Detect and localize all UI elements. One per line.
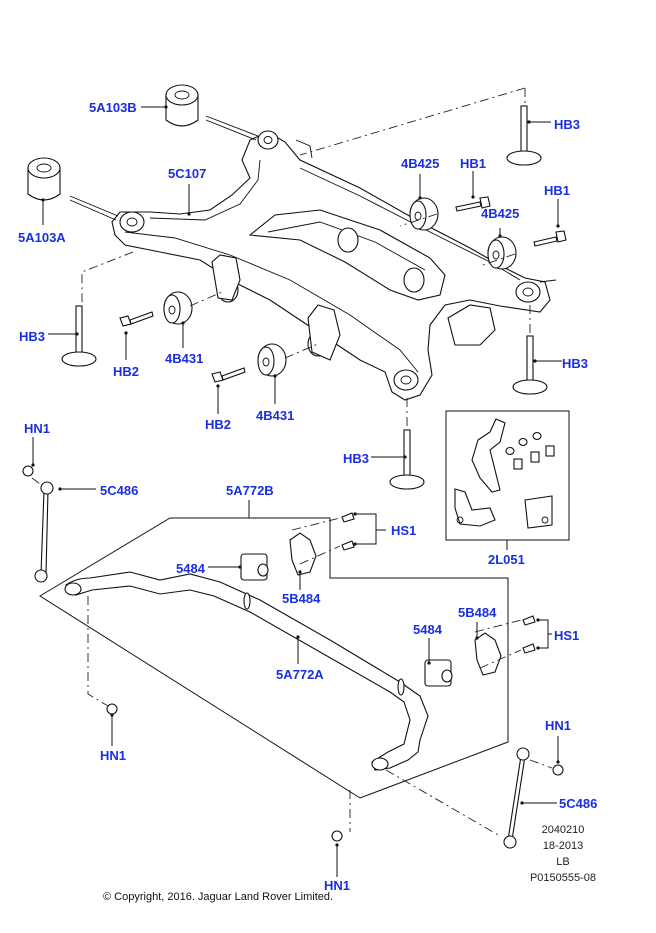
callout-4B431-a[interactable]: 4B431 (165, 351, 204, 366)
clamp-5B484-b (474, 632, 502, 676)
callout-4B425-a[interactable]: 4B425 (401, 156, 440, 171)
callout-4B431-b[interactable]: 4B431 (256, 408, 295, 423)
info-block: 2040210 18-2013 LB P0150555-08 (518, 822, 608, 886)
callout-5B484-b[interactable]: 5B484 (458, 605, 497, 620)
callout-5A772B[interactable]: 5A772B (226, 483, 274, 498)
callout-HN1-left[interactable]: HN1 (100, 748, 127, 763)
screw-HS1-a1 (341, 512, 355, 523)
info-line-3: LB (556, 856, 570, 868)
nut-HN1-top-left (22, 465, 34, 477)
screw-HS1-a2 (341, 540, 355, 551)
stabilizer-bar-5A772A (64, 571, 429, 771)
info-line-4: P0150555-08 (529, 872, 597, 884)
callout-HN1-top-left[interactable]: HN1 (24, 421, 51, 436)
info-line-1: 2040210 (541, 824, 585, 836)
nut-HN1-left (106, 703, 118, 715)
callout-5A103B[interactable]: 5A103B (89, 100, 137, 115)
nut-HN1-right (552, 764, 564, 776)
rear-subframe (111, 130, 557, 401)
callout-5B484-a[interactable]: 5B484 (282, 591, 321, 606)
stud-HB3-top (506, 105, 542, 166)
link-5C486-right (503, 747, 530, 849)
info-line-2: 18-2013 (542, 840, 584, 852)
stud-HB3-center (389, 429, 425, 490)
callout-5484-a[interactable]: 5484 (176, 561, 205, 576)
bush-5A103A (27, 157, 61, 201)
bush-4B431-b (257, 343, 287, 377)
callout-HB3-right[interactable]: HB3 (562, 356, 589, 371)
callout-5C107[interactable]: 5C107 (168, 166, 207, 181)
bolt-HB2-a (119, 311, 154, 327)
callout-5A772A[interactable]: 5A772A (276, 667, 324, 682)
callout-5484-b[interactable]: 5484 (413, 622, 442, 637)
bolt-HB1-b (533, 230, 567, 247)
stud-HB3-left (61, 305, 97, 367)
callout-5C486-right[interactable]: 5C486 (559, 796, 598, 811)
stud-HB3-right (512, 335, 548, 395)
bush-5484-b (424, 659, 453, 687)
callout-HB3-top[interactable]: HB3 (554, 117, 581, 132)
callout-HS1-a[interactable]: HS1 (391, 523, 417, 538)
assembly-outline-5A772B (39, 517, 509, 799)
bolt-HB2-b (211, 367, 246, 383)
bush-4B425-a (409, 197, 439, 231)
screw-HS1-b1 (522, 615, 536, 626)
callout-HB3-center[interactable]: HB3 (343, 451, 370, 466)
callout-HN1-bottom[interactable]: HN1 (324, 878, 351, 893)
callout-HN1-right[interactable]: HN1 (545, 718, 572, 733)
callout-5A103A[interactable]: 5A103A (18, 230, 66, 245)
link-5C486-left (34, 481, 54, 583)
callout-2L051[interactable]: 2L051 (488, 552, 525, 567)
bush-5A103B (165, 84, 199, 127)
callout-HB2-b[interactable]: HB2 (205, 417, 232, 432)
bush-4B425-b (487, 236, 517, 270)
bush-5484-a (240, 553, 269, 581)
bolt-HB1-a (455, 196, 491, 212)
callout-HB1-b[interactable]: HB1 (544, 183, 571, 198)
callout-HB1-a[interactable]: HB1 (460, 156, 487, 171)
bush-4B431-a (163, 291, 193, 325)
clamp-5B484-a (289, 532, 317, 576)
callout-HB2-a[interactable]: HB2 (113, 364, 140, 379)
callout-5C486-left[interactable]: 5C486 (100, 483, 139, 498)
callout-4B425-b[interactable]: 4B425 (481, 206, 520, 221)
nut-HN1-bottom (331, 830, 343, 842)
callout-HB3-left[interactable]: HB3 (19, 329, 46, 344)
screw-HS1-b2 (522, 643, 536, 654)
copyright-text: © Copyright, 2016. Jaguar Land Rover Lim… (103, 891, 334, 903)
bracket-kit-2L051 (445, 410, 570, 541)
callout-HS1-b[interactable]: HS1 (554, 628, 580, 643)
